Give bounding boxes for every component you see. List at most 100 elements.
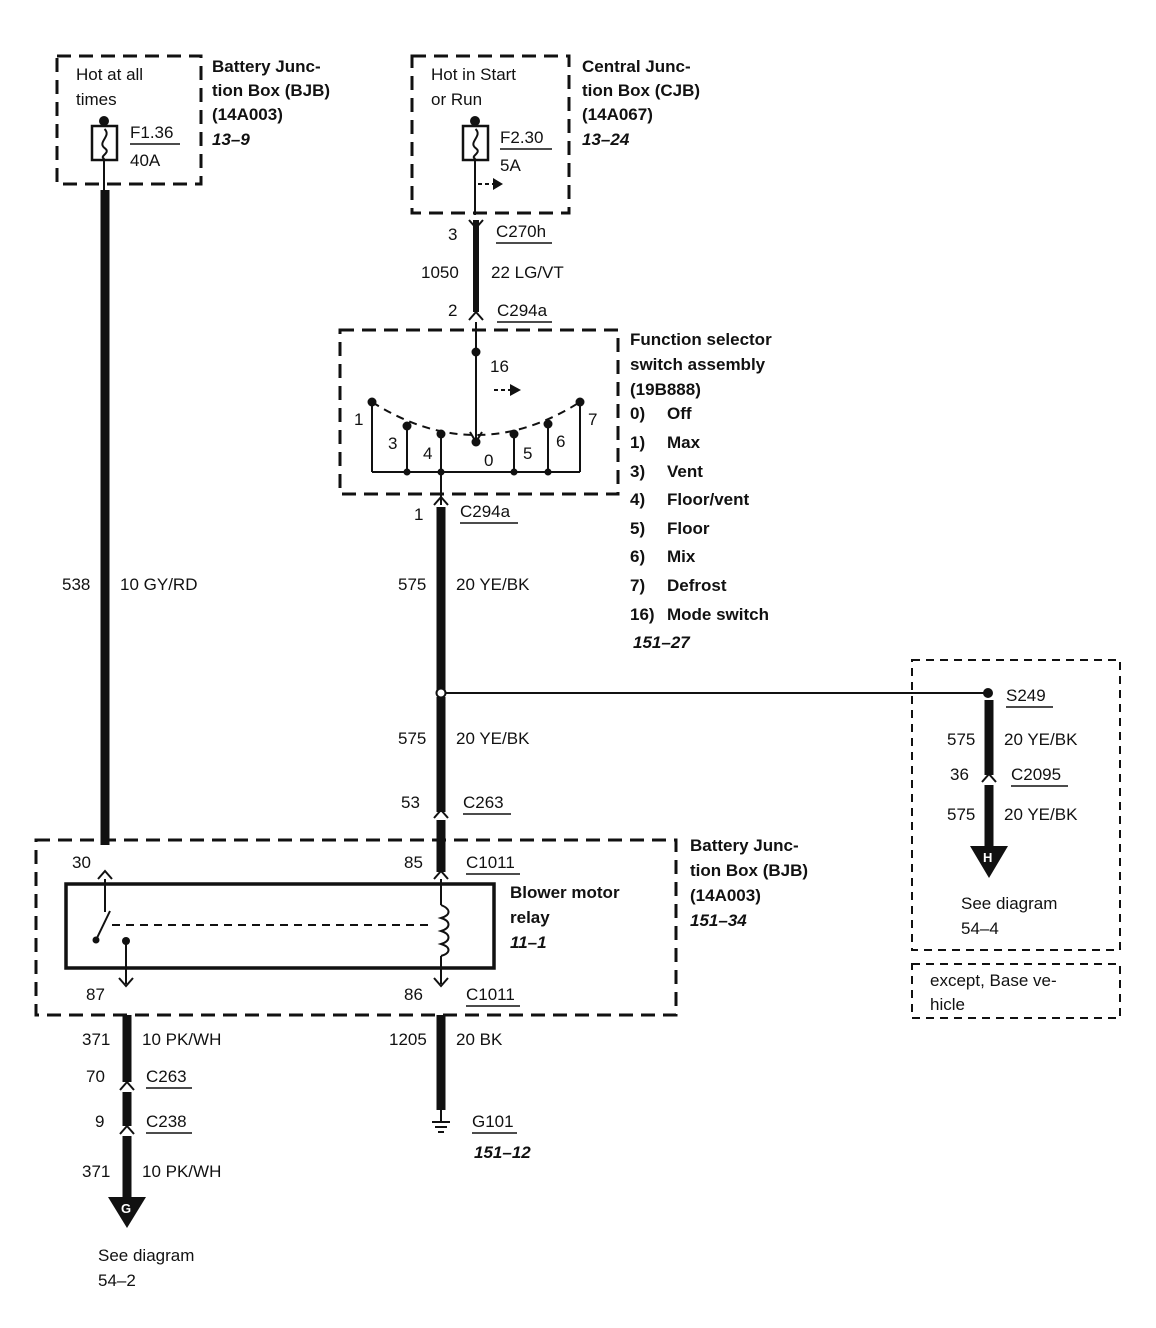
cjb-fuse-rating: 5A [500,156,521,175]
cjb-part-number: (14A067) [582,105,653,124]
right-branch-box: S249 575 20 YE/BK 36 C2095 575 20 YE/BK … [911,659,1121,951]
connector-c1011-icon [433,869,449,880]
switch-position-1: 1 [354,410,363,429]
connector-c270h-icon [468,219,484,230]
legend-num: 5) [630,519,645,538]
cjb-fuse-id: F2.30 [500,128,543,147]
c294a-bottom-connector: C294a [460,502,511,521]
legend-label: Mix [667,547,696,566]
ground-icon [432,1110,450,1133]
switch-position-5: 5 [523,444,532,463]
bjb-bottom-title-line1: Battery Junc- [690,836,799,855]
wire-371-circuit-b: 371 [82,1162,110,1181]
pin-85: 85 [404,853,423,872]
legend-num: 16) [630,605,655,624]
legend-label: Floor/vent [667,490,750,509]
legend-label: Defrost [667,576,727,595]
c270h-pin: 3 [448,225,457,244]
fuse-icon [461,124,490,162]
c2095-pin: 36 [950,765,969,784]
right-wire-b-gauge: 20 YE/BK [1004,805,1078,824]
bjb-top-fuse-id: F1.36 [130,123,173,142]
connector-c294a-icon [433,495,449,506]
bjb-top-note-line2: times [76,90,117,109]
relay-coil-icon [437,904,450,957]
wire-371-gauge-b: 10 PK/WH [142,1162,221,1181]
connector-c238-icon [119,1124,135,1135]
connector-c294a-icon [468,310,484,321]
c1011-top-connector: C1011 [466,853,515,872]
wire-1050-gauge: 22 LG/VT [491,263,564,282]
legend-num: 7) [630,576,645,595]
c294a-top-pin: 2 [448,301,457,320]
cjb-note-line2: or Run [431,90,482,109]
bjb-top-fuse-rating: 40A [130,151,161,170]
legend-num: 1) [630,433,645,452]
arrow-letter-h: H [983,850,992,865]
c238-pin: 9 [95,1112,104,1131]
bjb-top-box: Hot at all times F1.36 40A [55,54,203,186]
relay-label-line1: Blower motor [510,883,620,902]
bjb-top-note-line1: Hot at all [76,65,143,84]
condition-box: except, Base ve- hicle [911,963,1121,1019]
switch-position-0: 0 [484,451,493,470]
connector-c2095-icon [981,772,997,783]
wire-575-upper-circuit: 575 [398,575,426,594]
bjb-top-title-line1: Battery Junc- [212,57,321,76]
wire-371-circuit-a: 371 [82,1030,110,1049]
condition-line1: except, Base ve- [930,971,1057,990]
right-wire-a-circuit: 575 [947,730,975,749]
c270h-connector: C270h [496,222,546,241]
function-switch-title-line2: switch assembly [630,355,766,374]
right-wire-a-gauge: 20 YE/BK [1004,730,1078,749]
switch-position-6: 6 [556,432,565,451]
arrow-down-icon [970,846,1008,878]
legend-label: Off [667,404,692,423]
condition-line2: hicle [930,995,965,1014]
legend-num: 0) [630,404,645,423]
switch-position-4: 4 [423,444,432,463]
function-switch-title-line1: Function selector [630,330,772,349]
legend-num: 4) [630,490,645,509]
connector-c1011-icon [97,869,113,880]
c294a-bottom-pin: 1 [414,505,423,524]
bjb-top-label: Battery Junc- tion Box (BJB) (14A003) 13… [212,57,330,149]
bjb-bottom-title-line2: tion Box (BJB) [690,861,808,880]
ground-g101: G101 [472,1112,514,1131]
ground-ref: 151–12 [474,1143,531,1162]
bjb-bottom-box: 30 85 C1011 87 86 C1011 Blower motor rel… [34,838,678,1017]
c263-pin-70: 70 [86,1067,105,1086]
relay-label-line2: relay [510,908,550,927]
bjb-bottom-ref: 151–34 [690,911,747,930]
left-see-line2: 54–2 [98,1271,136,1290]
bjb-bottom-label: Battery Junc- tion Box (BJB) (14A003) 15… [690,836,808,930]
c263-pin-53: 53 [401,793,420,812]
connector-c1011-icon [118,977,134,988]
c2095-connector: C2095 [1011,765,1061,784]
legend-label: Max [667,433,701,452]
switch-position-3: 3 [388,434,397,453]
bjb-top-part-number: (14A003) [212,105,283,124]
legend-label: Floor [667,519,710,538]
c1011-bottom-connector: C1011 [466,985,515,1004]
right-see-line2: 54–4 [961,919,999,938]
arrow-letter-g: G [121,1201,131,1216]
cjb-box: Hot in Start or Run F2.30 5A [410,54,571,215]
cjb-title-line2: tion Box (CJB) [582,81,700,100]
wire-1050-circuit: 1050 [421,263,459,282]
cjb-note-line1: Hot in Start [431,65,516,84]
arrow-right-icon [510,384,521,396]
legend-num: 6) [630,547,645,566]
wiper-label: 16 [490,357,509,376]
cjb-title-line1: Central Junc- [582,57,691,76]
legend-label: Mode switch [667,605,769,624]
switch-position-7: 7 [588,410,597,429]
wire-371-gauge-a: 10 PK/WH [142,1030,221,1049]
cjb-ref: 13–24 [582,130,630,149]
bjb-top-title-line2: tion Box (BJB) [212,81,330,100]
connector-c263-icon [119,1080,135,1091]
connector-c263-icon [433,808,449,819]
wire-575-upper-gauge: 20 YE/BK [456,575,530,594]
wire-538-gauge: 10 GY/RD [120,575,197,594]
